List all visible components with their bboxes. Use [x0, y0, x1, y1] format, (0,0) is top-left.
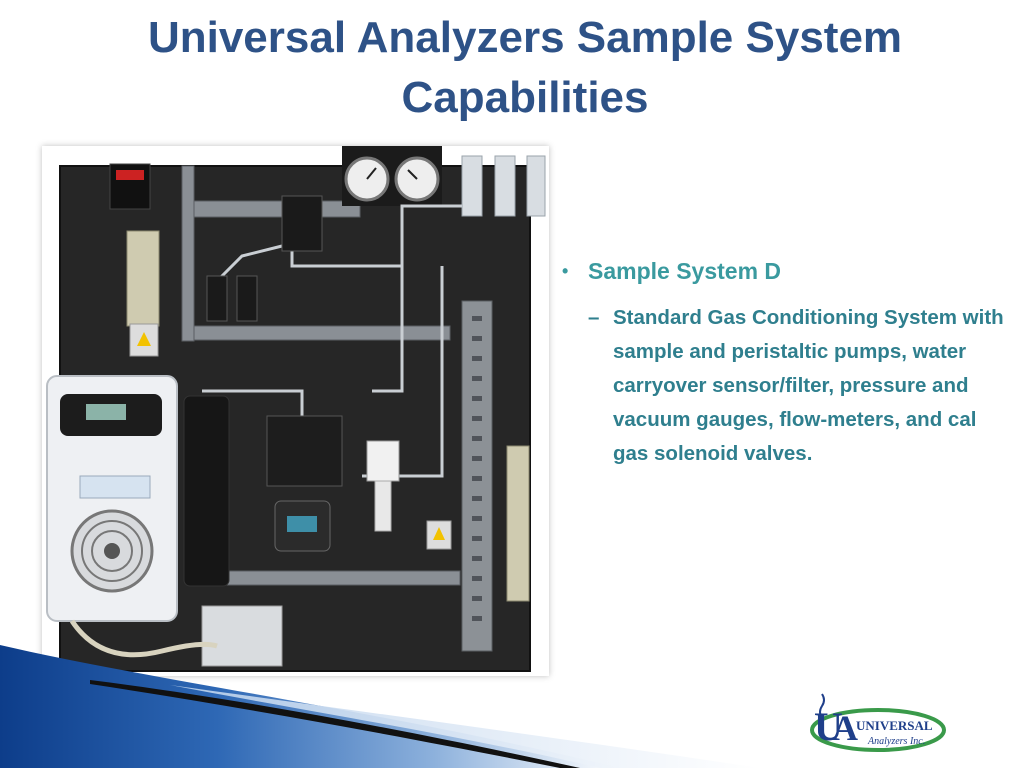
- universal-analyzers-logo: U A UNIVERSAL Analyzers Inc.: [810, 693, 946, 752]
- sample-system-illustration: [46, 146, 546, 672]
- bullet-text: Sample System D: [588, 258, 782, 284]
- drain-tubing: [69, 619, 218, 658]
- sub-bullet-marker: –: [588, 306, 600, 329]
- logo-text-line1: UNIVERSAL: [856, 718, 933, 733]
- heat-exchanger: [183, 395, 230, 587]
- bullet-marker: •: [562, 261, 569, 281]
- peristaltic-pump: [266, 415, 343, 552]
- bullet-list: • Sample System D – Standard Gas Conditi…: [562, 255, 1017, 471]
- terminal-blocks-right: [506, 445, 530, 602]
- svg-text:A: A: [832, 708, 858, 748]
- ssr-relay-left: [129, 323, 159, 357]
- carryover-filter: [366, 440, 400, 532]
- sub-bullet-text: Standard Gas Conditioning System with sa…: [613, 306, 1004, 465]
- bullet-item: • Sample System D: [562, 255, 1017, 287]
- terminal-blocks-left: [126, 230, 160, 327]
- svg-text:U: U: [814, 704, 843, 749]
- solenoid-valves: [206, 195, 323, 322]
- company-logo: U A UNIVERSAL Analyzers Inc.: [806, 688, 946, 754]
- pump-motor-box: [201, 605, 283, 667]
- slide-title: Universal Analyzers Sample System Capabi…: [147, 13, 903, 122]
- pressure-gauges: [342, 146, 442, 206]
- product-photo: [42, 146, 549, 676]
- cooler-unit: [46, 375, 178, 622]
- vertical-strut: [461, 300, 493, 652]
- logo-text-line2: Analyzers Inc.: [867, 736, 925, 747]
- flow-meters: [461, 155, 546, 217]
- sub-bullet-item: – Standard Gas Conditioning System with …: [562, 301, 1017, 471]
- decorative-swoosh: [0, 645, 760, 768]
